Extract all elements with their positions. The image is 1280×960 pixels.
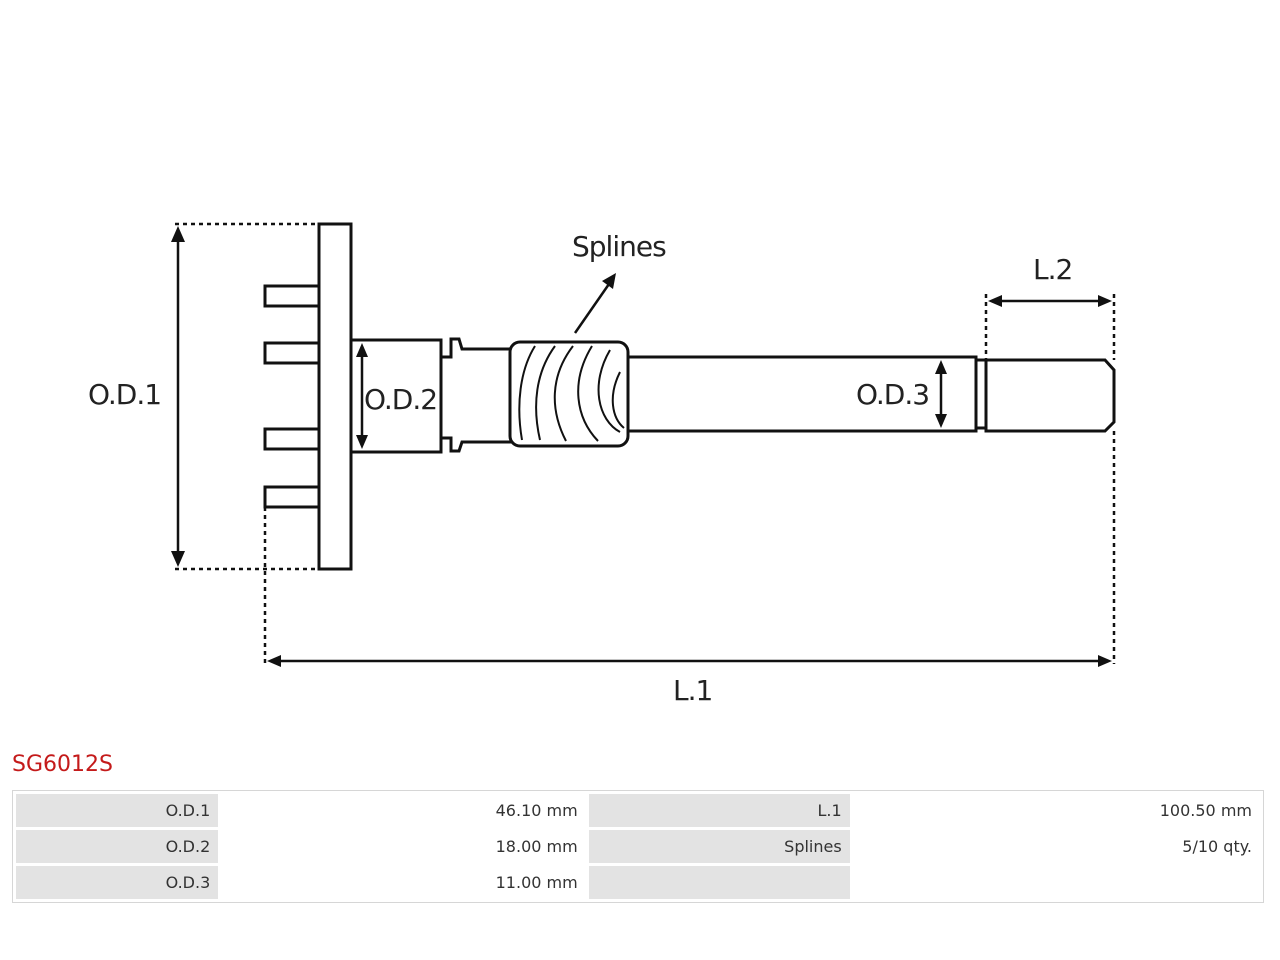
spec-key: O.D.1	[16, 794, 219, 827]
od3-dimension	[935, 360, 947, 428]
spline-gear	[508, 340, 630, 448]
spec-key: O.D.2	[16, 830, 219, 863]
spec-value: 11.00 mm	[221, 866, 586, 899]
l2-dimension	[984, 294, 1116, 360]
od1-dimension	[171, 222, 319, 571]
spec-key	[588, 866, 850, 899]
spec-value: 18.00 mm	[221, 830, 586, 863]
od2-label: O.D.2	[364, 383, 437, 416]
spec-value	[852, 866, 1260, 899]
od2-dimension	[356, 343, 368, 449]
spec-row: O.D.2 18.00 mm Splines 5/10 qty.	[16, 830, 1260, 863]
spec-value: 46.10 mm	[221, 794, 586, 827]
od1-label: O.D.1	[88, 378, 161, 411]
flange-pins	[263, 284, 321, 509]
spec-table: O.D.1 46.10 mm L.1 100.50 mm O.D.2 18.00…	[12, 790, 1264, 903]
spec-key: Splines	[588, 830, 850, 863]
splines-leader	[573, 273, 616, 334]
spec-key: O.D.3	[16, 866, 219, 899]
spec-row: O.D.1 46.10 mm L.1 100.50 mm	[16, 794, 1260, 827]
l2-label: L.2	[1033, 253, 1072, 286]
flange-plate	[317, 222, 353, 571]
spec-row: O.D.3 11.00 mm	[16, 866, 1260, 899]
part-code-title: SG6012S	[12, 752, 113, 777]
shaft-technical-drawing: O.D.1 O.D.2 O.D.3 Splines L.2 L.1	[88, 222, 1116, 707]
hub-section	[349, 338, 443, 454]
spec-value: 100.50 mm	[852, 794, 1260, 827]
spec-key: L.1	[588, 794, 850, 827]
main-shaft	[620, 355, 978, 433]
end-journal	[984, 358, 1116, 433]
l1-dimension	[263, 431, 1116, 667]
od3-label: O.D.3	[856, 378, 929, 411]
l1-label: L.1	[673, 674, 712, 707]
shaft-neck	[439, 337, 514, 453]
spec-value: 5/10 qty.	[852, 830, 1260, 863]
splines-label: Splines	[572, 230, 666, 263]
spline-lines	[518, 345, 625, 442]
